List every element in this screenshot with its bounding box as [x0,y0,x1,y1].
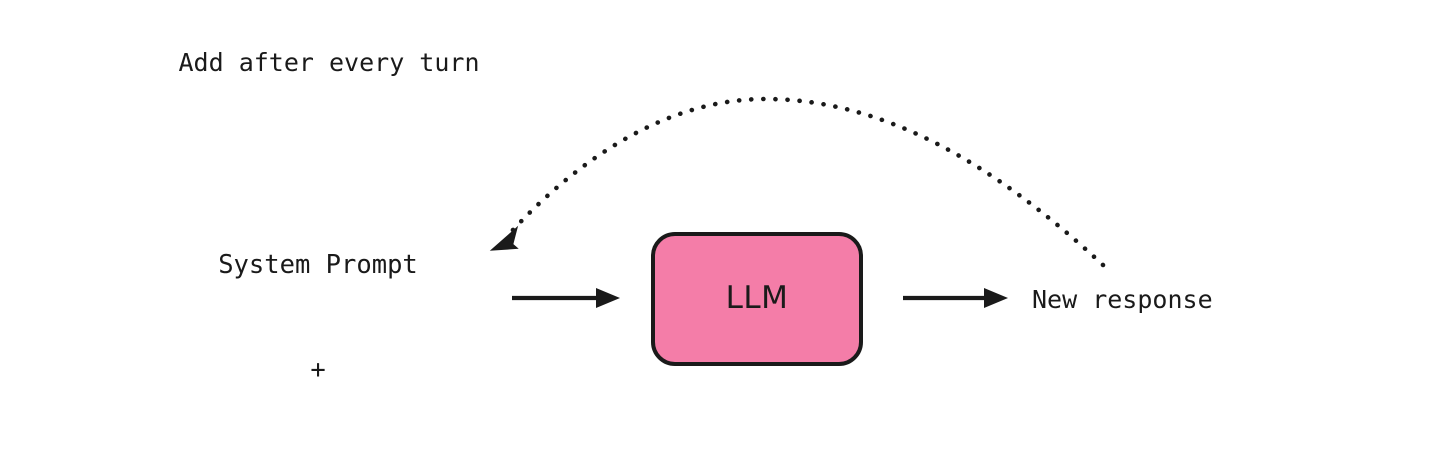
feedback-arrowhead-icon [489,225,519,251]
input-arrow-icon [512,288,620,308]
output-arrow-icon [903,288,1008,308]
context-line-system-prompt: System Prompt [218,250,418,280]
new-response-label: New response [1032,285,1213,314]
feedback-dotted-curve [509,96,1106,268]
context-plus-1: + [310,355,326,385]
feedback-loop-caption: Add after every turn [178,48,480,77]
context-stack: System Prompt + Conversation history + U… [118,178,518,453]
llm-node-label: LLM [725,279,789,316]
llm-node: LLM [651,232,863,366]
